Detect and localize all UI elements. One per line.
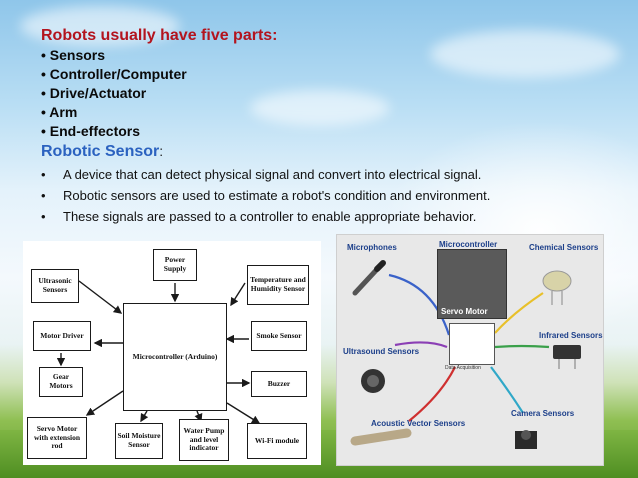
point-text: These signals are passed to a controller…	[63, 209, 477, 224]
arrow-infrared	[494, 344, 550, 349]
cloud	[430, 30, 620, 78]
block-gear-motors: Gear Motors	[39, 367, 83, 397]
arrow-acoustic	[408, 366, 456, 422]
part-item: • Sensors	[41, 47, 106, 63]
part-item: • Drive/Actuator	[41, 85, 147, 101]
infrared-sensor-icon	[553, 345, 581, 369]
arrow-chemical	[494, 292, 544, 334]
block-servo-motor: Servo Motor with extension rod	[27, 417, 87, 459]
label-chemical-sensors: Chemical Sensors	[529, 243, 599, 252]
part-item: • Arm	[41, 104, 78, 120]
bullet-glyph: •	[41, 188, 46, 203]
arrow-temperature	[230, 282, 246, 307]
sensor-points: • A device that can detect physical signa…	[41, 164, 490, 227]
block-buzzer: Buzzer	[251, 371, 307, 397]
arrow-ultrasound	[394, 341, 448, 349]
block-microcontroller: Microcontroller (Arduino)	[123, 303, 227, 411]
block-wifi-module: Wi-Fi module	[247, 423, 307, 459]
cloud	[250, 90, 390, 126]
sensor-figure: Servo Motor Data Acquisition Microphones…	[336, 234, 604, 466]
point-item: • A device that can detect physical signa…	[41, 164, 490, 185]
block-water-pump: Water Pump and level indicator	[179, 419, 229, 461]
block-temperature-humidity: Temperature and Humidity Sensor	[247, 265, 309, 305]
part-item: • Controller/Computer	[41, 66, 187, 82]
block-motor-driver: Motor Driver	[33, 321, 91, 351]
block-ultrasonic-sensors: Ultrasonic Sensors	[31, 269, 79, 303]
block-smoke-sensor: Smoke Sensor	[251, 321, 307, 351]
slide-title: Robots usually have five parts:	[41, 27, 278, 44]
point-text: A device that can detect physical signal…	[63, 167, 482, 182]
arrow-soil	[140, 410, 149, 423]
label-acoustic-vector-sensors: Acoustic Vector Sensors	[371, 419, 466, 428]
arrow-servo	[85, 390, 124, 416]
arrow-camera	[490, 366, 524, 414]
data-acquisition-board	[449, 323, 495, 365]
robot-photo	[437, 249, 507, 319]
label-data-acquisition: Data Acquisition	[445, 365, 481, 371]
block-diagram-arrows	[56, 280, 261, 424]
label-infrared-sensors: Infrared Sensors	[539, 331, 603, 340]
point-item: • Robotic sensors are used to estimate a …	[41, 185, 490, 206]
acoustic-vector-sensor-icon	[350, 428, 412, 446]
block-soil-moisture: Soil Moisture Sensor	[115, 423, 163, 459]
section-heading-colon: :	[159, 143, 164, 159]
section-heading-text: Robotic Sensor	[41, 143, 160, 160]
label-camera-sensors: Camera Sensors	[511, 409, 575, 418]
parts-list: • Sensors • Controller/Computer • Drive/…	[41, 46, 187, 141]
section-heading: Robotic Sensor:	[41, 143, 163, 161]
microphone-icon	[352, 260, 386, 296]
label-ultrasound-sensors: Ultrasound Sensors	[343, 347, 420, 356]
bullet-glyph: •	[41, 167, 46, 182]
label-servo-motor: Servo Motor	[441, 307, 488, 316]
part-item: • End-effectors	[41, 123, 141, 139]
arrow-wifi	[226, 402, 261, 424]
label-microphones: Microphones	[347, 243, 397, 252]
block-diagram: Power Supply Ultrasonic Sensors Temperat…	[23, 241, 321, 465]
sensor-figure-graphics	[350, 260, 581, 449]
camera-sensor-icon	[515, 430, 537, 449]
cloud	[20, 6, 180, 46]
ultrasound-sensor-icon	[361, 369, 385, 393]
arrow-ultrasonic	[78, 280, 123, 314]
block-power-supply: Power Supply	[153, 249, 197, 281]
point-item: • These signals are passed to a controlle…	[41, 206, 490, 227]
point-text: Robotic sensors are used to estimate a r…	[63, 188, 491, 203]
bullet-glyph: •	[41, 209, 46, 224]
chemical-sensor-icon	[542, 270, 572, 305]
arrow-microphones	[388, 273, 451, 336]
label-microcontroller: Microcontroller	[439, 240, 498, 249]
